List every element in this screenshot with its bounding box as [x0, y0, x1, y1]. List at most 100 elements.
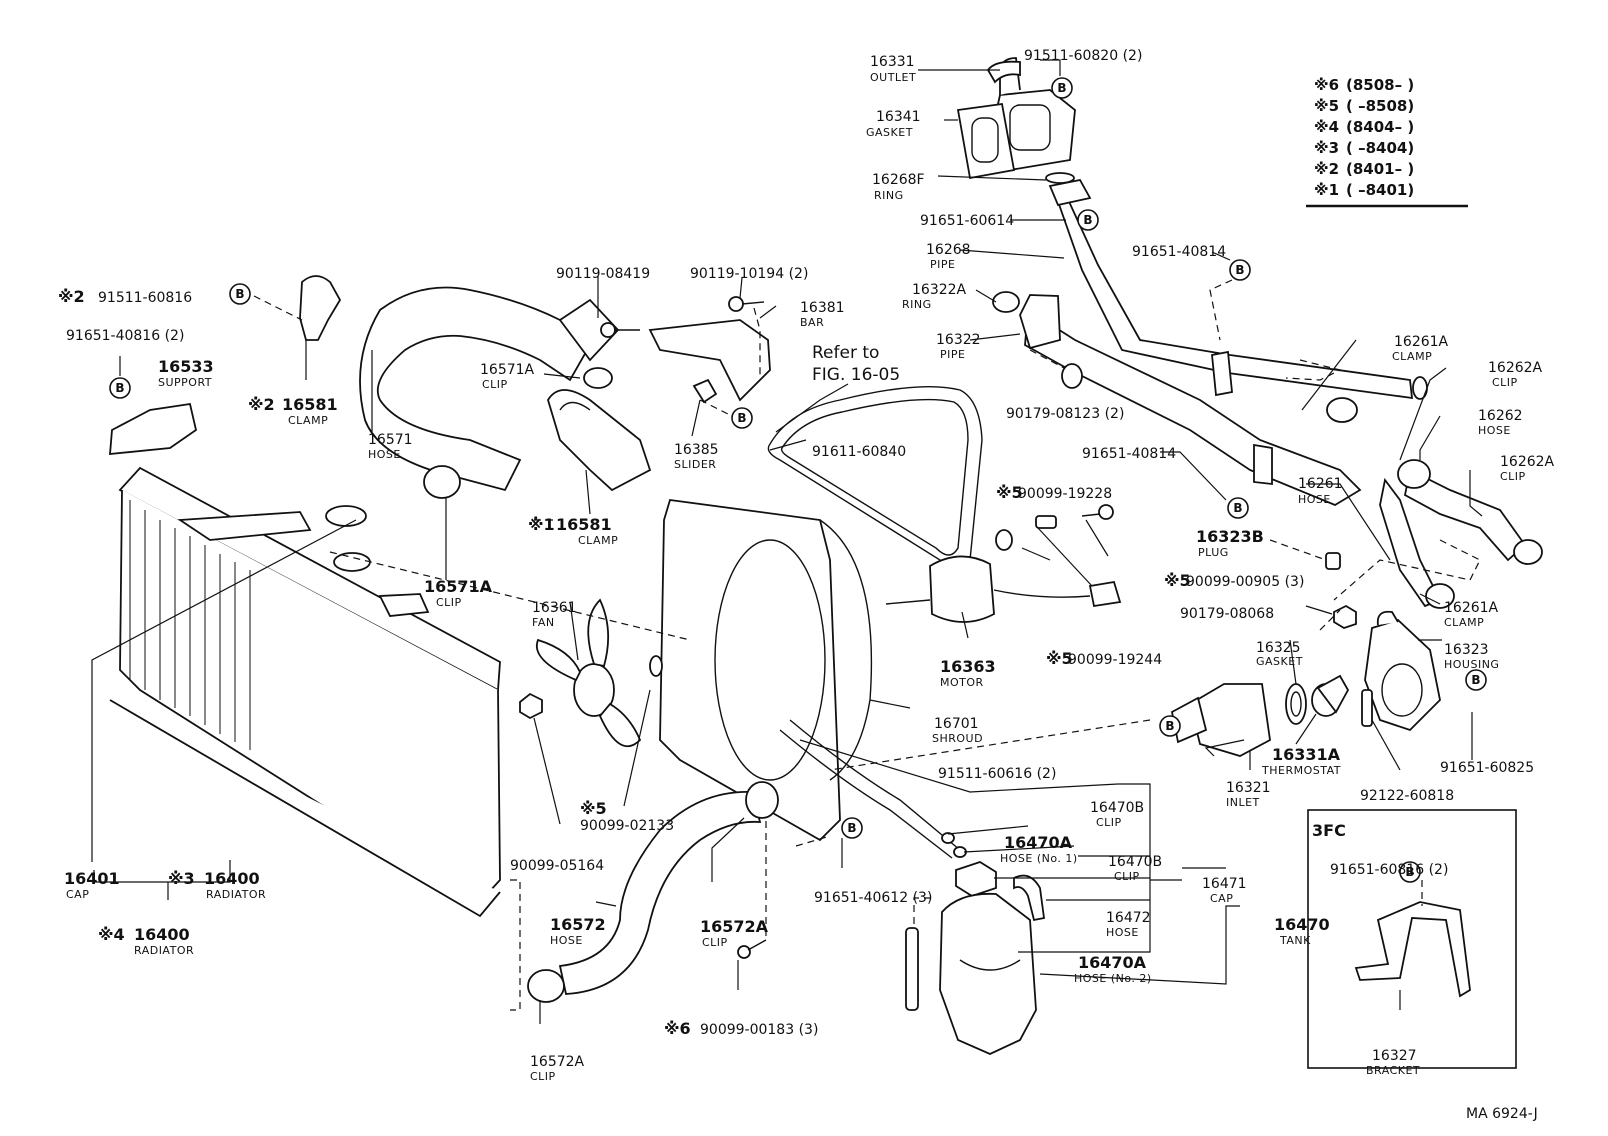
- gasket-16341: [956, 102, 1016, 180]
- svg-text:RING: RING: [902, 298, 932, 311]
- svg-text:CLIP: CLIP: [702, 936, 728, 949]
- nut-90099-02133: [649, 655, 663, 677]
- pipe-16322: [1019, 294, 1362, 507]
- svg-text:※3: ※3: [168, 869, 195, 888]
- svg-text:※5: ※5: [1046, 649, 1073, 668]
- b-markers: B B B B B B B B B B B: [109, 77, 1487, 883]
- b-marker-40814-b: B: [1227, 497, 1249, 519]
- svg-text:MOTOR: MOTOR: [940, 676, 984, 689]
- b-marker-40816-left: B: [109, 377, 131, 399]
- grommet-90099-19244: [995, 529, 1013, 551]
- svg-text:16471: 16471: [1202, 876, 1247, 892]
- legend-row-2: ※2(8401– ): [1314, 160, 1414, 178]
- svg-text:16268F: 16268F: [872, 172, 925, 188]
- inlet-16321: [1170, 683, 1271, 757]
- svg-text:CLIP: CLIP: [436, 596, 462, 609]
- svg-text:CLIP: CLIP: [1492, 376, 1518, 389]
- reservoir-tank-16470: [939, 892, 1037, 1055]
- bracket-16327: [1354, 901, 1471, 998]
- svg-text:16322A: 16322A: [912, 282, 967, 298]
- hose-16472: [1013, 874, 1046, 922]
- hose-16470a-2: [905, 927, 919, 1011]
- clip-16571a-b: [423, 465, 461, 499]
- svg-text:16571A: 16571A: [424, 577, 493, 596]
- svg-text:16571: 16571: [368, 432, 413, 448]
- svg-text:※1: ※1: [528, 515, 555, 534]
- svg-text:90179-08123 (2): 90179-08123 (2): [1006, 406, 1124, 422]
- clip-16262a-b: [1513, 539, 1543, 565]
- svg-text:B: B: [1083, 213, 1092, 227]
- svg-text:16533: 16533: [158, 357, 214, 376]
- svg-text:HOSE: HOSE: [1106, 926, 1139, 939]
- svg-text:HOSE: HOSE: [550, 934, 583, 947]
- pin-90099-19228: [1035, 515, 1057, 529]
- svg-text:THERMOSTAT: THERMOSTAT: [1261, 764, 1341, 777]
- svg-text:16572A: 16572A: [700, 917, 769, 936]
- svg-text:16400: 16400: [204, 869, 260, 888]
- b-marker-box: B: [1399, 861, 1421, 883]
- svg-text:HOSE: HOSE: [368, 448, 401, 461]
- thermostat-16331a: [1311, 674, 1350, 717]
- svg-text:16381: 16381: [800, 300, 845, 316]
- hose-16571: [359, 286, 620, 492]
- clamp-16581-b: [547, 389, 652, 492]
- support-16533: [109, 402, 198, 456]
- svg-text:16572A: 16572A: [530, 1054, 585, 1070]
- svg-text:16262: 16262: [1478, 408, 1523, 424]
- clip-16572a-b: [527, 969, 565, 1003]
- svg-text:90179-08068: 90179-08068: [1180, 606, 1274, 622]
- b-marker-60825: B: [1465, 669, 1487, 691]
- svg-text:PIPE: PIPE: [930, 258, 955, 271]
- svg-text:※5: ※5: [1314, 97, 1339, 115]
- svg-text:90099-19244: 90099-19244: [1068, 652, 1162, 668]
- svg-text:SHROUD: SHROUD: [932, 732, 983, 745]
- b-marker-40814-a: B: [1229, 259, 1251, 281]
- svg-text:91511-60820 (2): 91511-60820 (2): [1024, 48, 1142, 64]
- svg-text:90099-19228: 90099-19228: [1018, 486, 1112, 502]
- legend-row-6: ※6(8508– ): [1314, 76, 1414, 94]
- v-belt-91611-60840: [767, 385, 983, 571]
- svg-text:16323: 16323: [1444, 642, 1489, 658]
- svg-text:16571A: 16571A: [480, 362, 535, 378]
- pipe-16268: [1048, 178, 1428, 400]
- svg-text:SUPPORT: SUPPORT: [158, 376, 212, 389]
- svg-text:16470B: 16470B: [1090, 800, 1144, 816]
- svg-text:16363: 16363: [940, 657, 996, 676]
- svg-text:16261: 16261: [1298, 476, 1343, 492]
- hose-16262: [1403, 468, 1527, 562]
- svg-text:91611-60840: 91611-60840: [812, 444, 906, 460]
- svg-text:B: B: [847, 821, 856, 835]
- radiator-core-fins: [129, 500, 251, 750]
- svg-text:90119-10194 (2): 90119-10194 (2): [690, 266, 808, 282]
- svg-text:GASKET: GASKET: [866, 126, 913, 139]
- clip-16262a-top: [1397, 459, 1431, 489]
- svg-text:HOUSING: HOUSING: [1444, 658, 1499, 671]
- clip-16470b-a: [941, 832, 955, 844]
- svg-text:( –8508): ( –8508): [1346, 97, 1414, 115]
- bolt-90119-10194: [728, 296, 765, 312]
- svg-text:90119-08419: 90119-08419: [556, 266, 650, 282]
- svg-text:PIPE: PIPE: [940, 348, 965, 361]
- nut-90179-08123: [1061, 363, 1083, 389]
- svg-text:RING: RING: [874, 189, 904, 202]
- svg-text:16261A: 16261A: [1444, 600, 1499, 616]
- svg-text:91651-40816 (2): 91651-40816 (2): [66, 328, 184, 344]
- housing-16323: [1364, 610, 1441, 732]
- svg-text:90099-00183 (3): 90099-00183 (3): [700, 1022, 818, 1038]
- svg-text:16327: 16327: [1372, 1048, 1417, 1064]
- gasket-16325: [1285, 683, 1307, 725]
- legend-row-5: ※5 ( –8508): [1314, 97, 1414, 115]
- svg-text:B: B: [1165, 719, 1174, 733]
- svg-text:※5: ※5: [580, 799, 607, 818]
- svg-text:16400: 16400: [134, 925, 190, 944]
- svg-text:MA 6924-J: MA 6924-J: [1466, 1106, 1538, 1122]
- svg-text:RADIATOR: RADIATOR: [134, 944, 194, 957]
- svg-text:( –8404): ( –8404): [1346, 139, 1414, 157]
- svg-text:16325: 16325: [1256, 640, 1301, 656]
- svg-text:※4: ※4: [98, 925, 125, 944]
- svg-text:B: B: [115, 381, 124, 395]
- svg-text:B: B: [1471, 673, 1480, 687]
- svg-text:CLIP: CLIP: [1114, 870, 1140, 883]
- svg-text:16581: 16581: [556, 515, 612, 534]
